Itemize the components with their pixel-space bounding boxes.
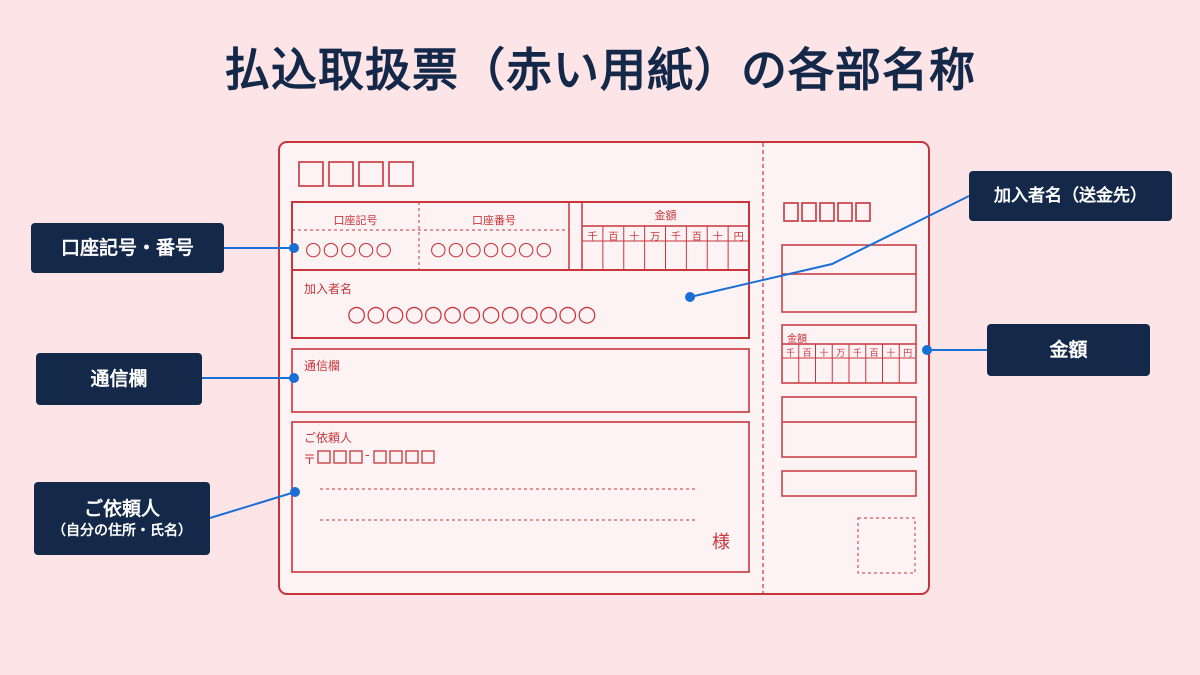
main-digit-dividers <box>602 226 729 270</box>
pointer-amount-dot <box>922 345 932 355</box>
amount-label: 金額 <box>654 209 677 222</box>
postal-dash: - <box>365 448 370 463</box>
digit-unit: 千 <box>785 349 795 359</box>
stub-code-boxes <box>783 202 871 222</box>
top-code-boxes <box>298 161 414 187</box>
digit-unit: 十 <box>629 232 640 243</box>
form-card <box>278 141 930 595</box>
subscriber-label: 加入者名 <box>304 282 353 296</box>
digit-unit: 百 <box>869 349 879 359</box>
callout-requester-text: ご依頼人 <box>83 498 160 521</box>
callout-subscriber-text: 加入者名（送金先） <box>994 185 1147 206</box>
digit-unit: 円 <box>903 349 913 359</box>
callout-amount: 金額 <box>987 324 1150 376</box>
stub-digit-dividers <box>798 344 900 383</box>
digit-unit: 円 <box>733 232 744 243</box>
digit-unit: 万 <box>836 349 846 359</box>
callout-requester-subtext: （自分の住所・氏名） <box>52 522 192 539</box>
digit-unit: 千 <box>670 232 681 243</box>
account-number-value: ○○○○○○○ <box>430 238 554 260</box>
callout-amount-text: 金額 <box>1049 338 1088 361</box>
digit-unit: 百 <box>802 349 812 359</box>
digit-unit: 百 <box>691 232 702 243</box>
digit-unit: 十 <box>712 232 723 243</box>
postal-code-boxes <box>317 450 435 464</box>
stub-extra-box <box>781 470 917 497</box>
pointer-subscriber-dot <box>685 292 695 302</box>
digit-unit: 千 <box>587 232 598 243</box>
stub-subscriber-box <box>781 244 917 313</box>
message-label: 通信欄 <box>304 359 341 373</box>
callout-account-text: 口座記号・番号 <box>60 236 194 259</box>
account-number-label: 口座番号 <box>472 214 516 227</box>
pointer-account-dot <box>289 243 299 253</box>
callout-account: 口座記号・番号 <box>31 223 224 273</box>
digit-unit: 百 <box>608 232 619 243</box>
pointer-subscriber-line <box>689 195 970 298</box>
requester-box <box>291 421 750 573</box>
pointer-requester-line <box>209 491 296 519</box>
pointer-message-dot <box>289 373 299 383</box>
digit-unit: 万 <box>650 232 661 243</box>
callout-message: 通信欄 <box>36 353 202 405</box>
account-symbol-value: ○○○○○ <box>305 238 393 260</box>
honorific: 様 <box>712 532 730 553</box>
callout-subscriber: 加入者名（送金先） <box>969 171 1172 221</box>
digit-unit: 十 <box>886 349 896 359</box>
callout-message-text: 通信欄 <box>90 367 148 390</box>
postal-mark: 〒 <box>303 453 317 468</box>
pointer-requester-dot <box>290 487 300 497</box>
stub-amount-label: 金額 <box>787 334 807 345</box>
digit-unit: 千 <box>852 349 862 359</box>
stamp-box <box>857 517 916 574</box>
account-symbol-label: 口座記号 <box>333 214 378 227</box>
requester-label: ご依頼人 <box>304 431 353 445</box>
page-title: 払込取扱票（赤い用紙）の各部名称 <box>224 43 976 97</box>
digit-unit: 十 <box>819 349 829 359</box>
account-amount-section <box>291 201 750 339</box>
stub-requester-box <box>781 396 917 458</box>
callout-requester: ご依頼人 （自分の住所・氏名） <box>34 482 210 555</box>
subscriber-value: ○○○○○○○○○○○○○ <box>347 302 597 327</box>
